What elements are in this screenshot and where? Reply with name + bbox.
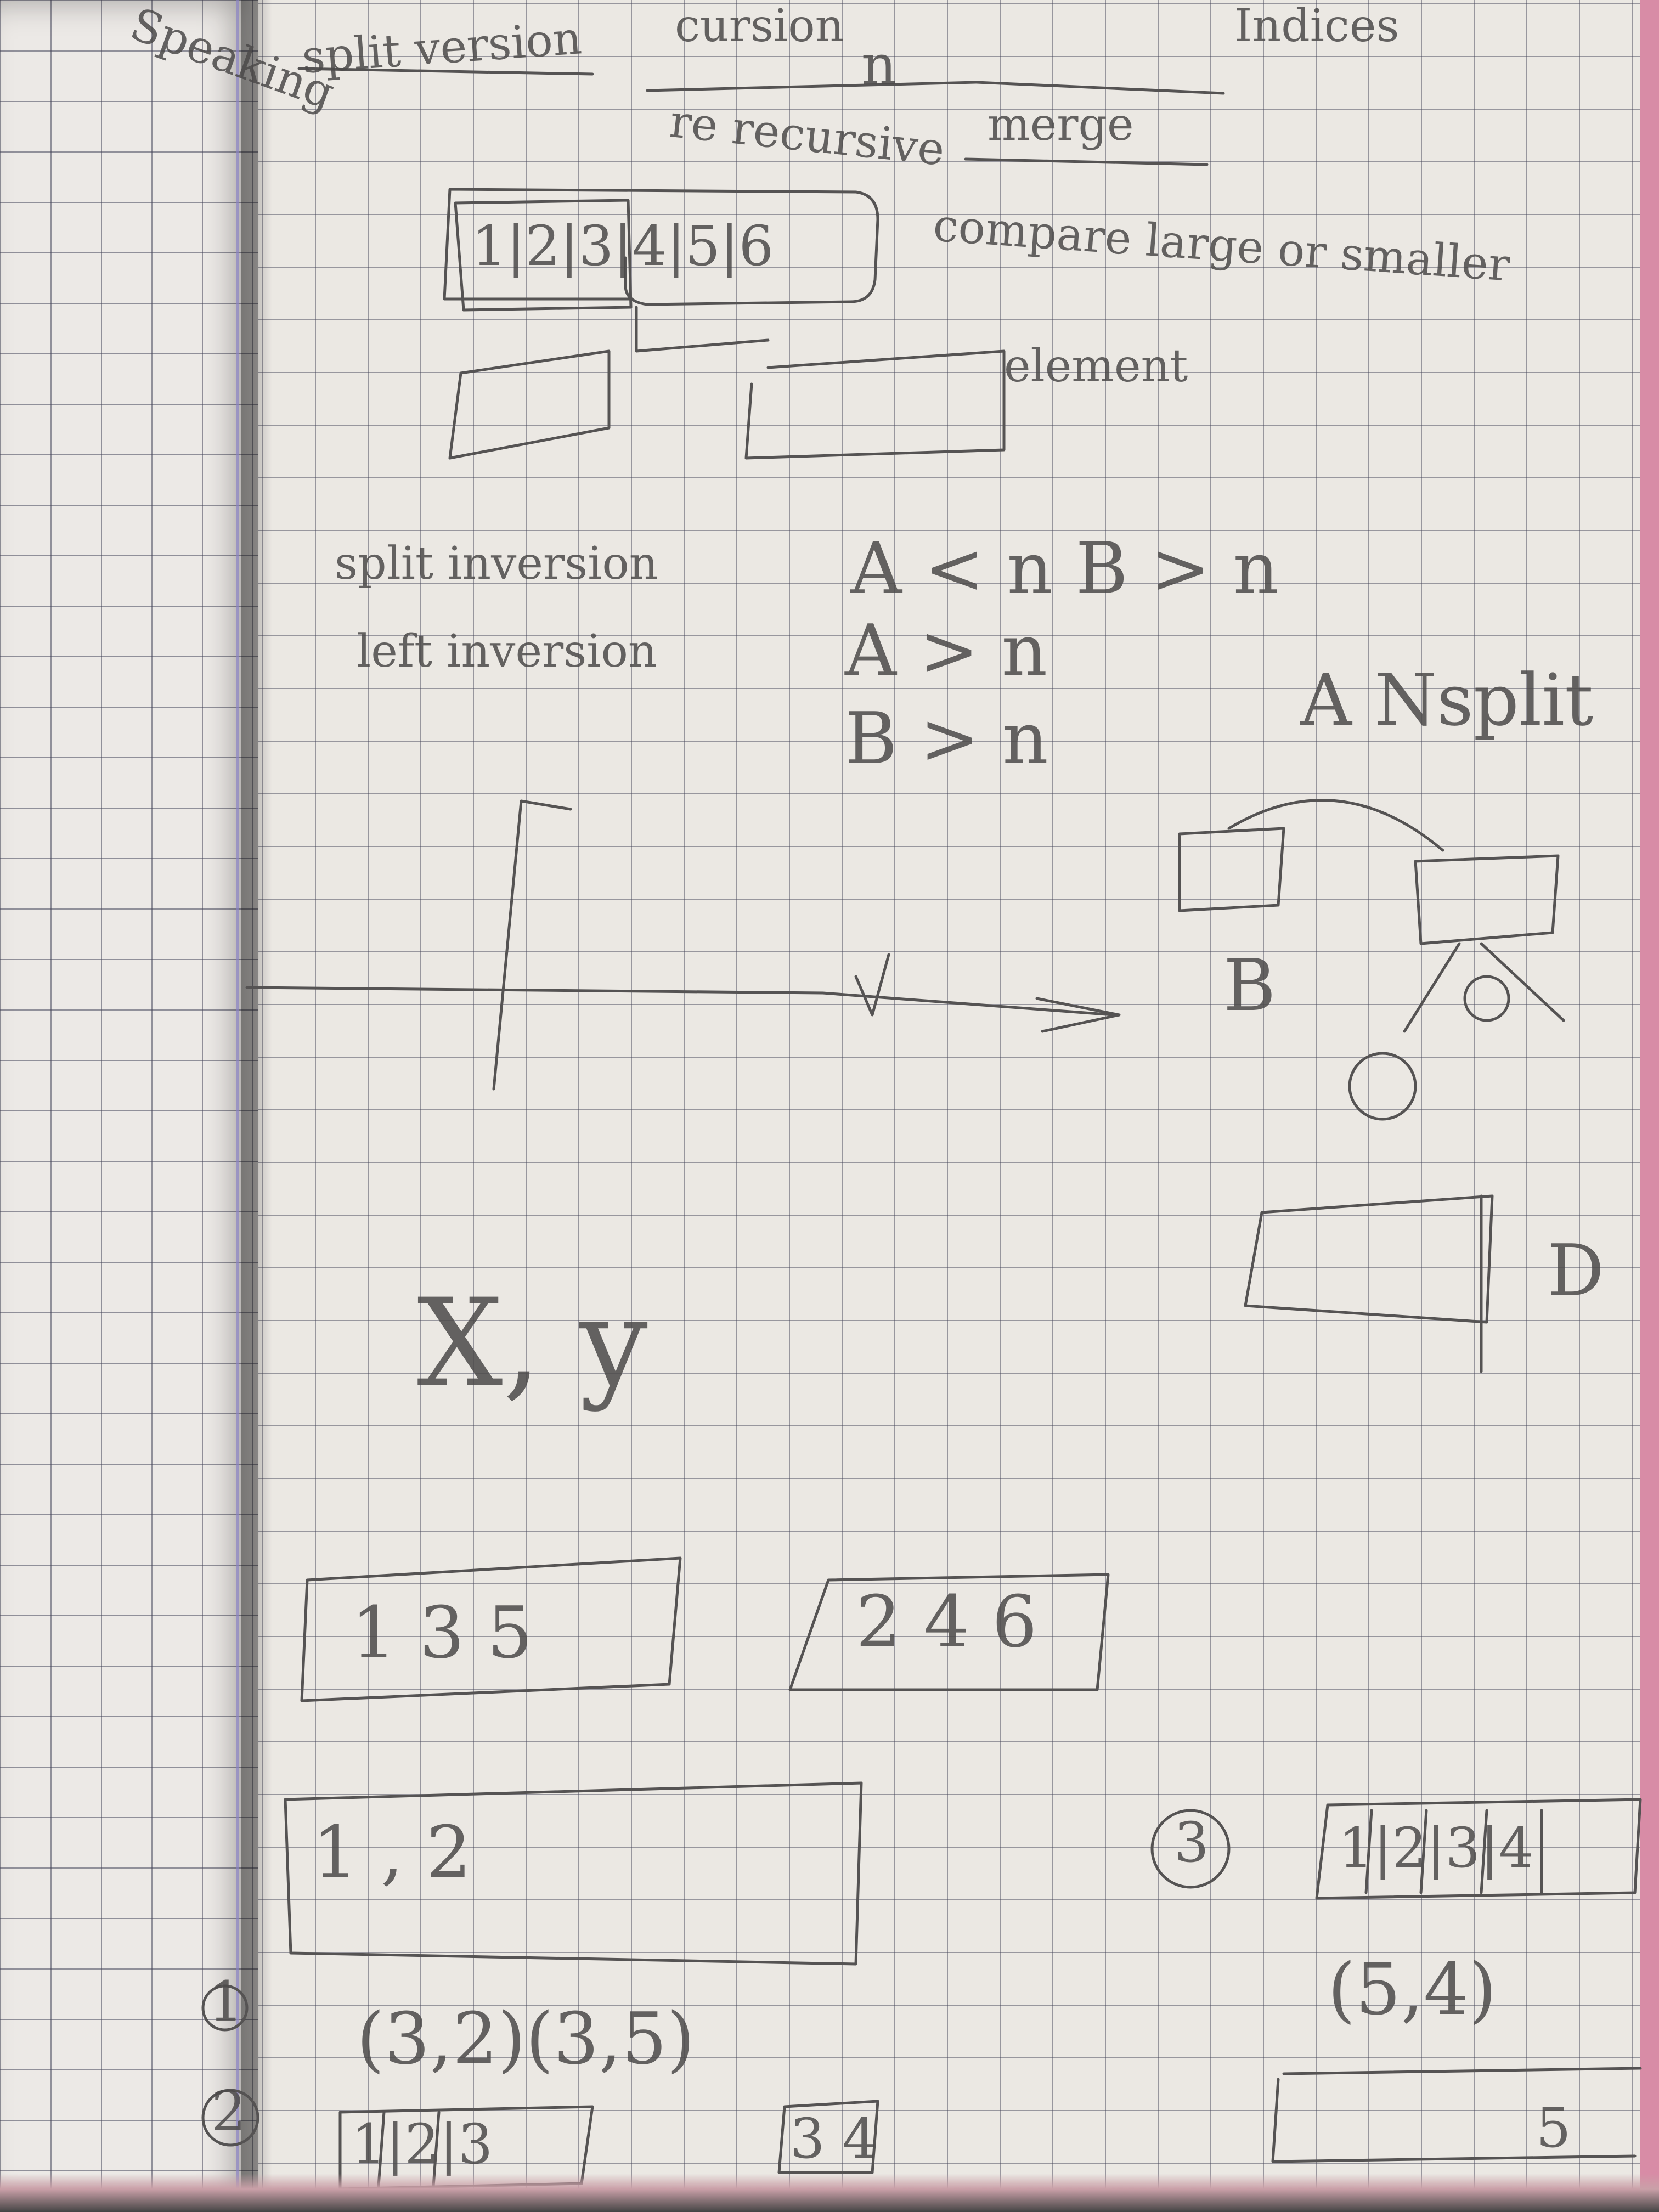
split-inversion: split inversion xyxy=(335,538,658,590)
nsplit-label: A Nsplit xyxy=(1300,658,1594,742)
element-note: element xyxy=(1004,340,1188,392)
pair-54: (5,4) xyxy=(1328,1948,1497,2031)
label-d: D xyxy=(1547,1229,1605,1312)
box-12-text: 1 , 2 xyxy=(313,1810,472,1894)
box-12 xyxy=(284,1781,863,1966)
box-b xyxy=(1178,827,1285,912)
condition-3: B > n xyxy=(845,697,1048,780)
margin-line xyxy=(236,0,239,2212)
label-b: B xyxy=(1223,944,1276,1027)
box-1234-text: 1|2|3|4 xyxy=(1339,1816,1534,1880)
down-arrow xyxy=(854,953,890,1017)
box-right-split xyxy=(1414,854,1560,945)
long-underline xyxy=(1271,2067,1642,2163)
last-tail: 5 xyxy=(1536,2096,1571,2160)
split-arc xyxy=(1227,799,1444,852)
top-array-box-inner xyxy=(454,199,633,312)
top-array: 1|2|3|4|5|6 xyxy=(472,214,774,278)
circle-step-3 xyxy=(1150,1809,1231,1889)
split-tree xyxy=(1403,942,1565,1033)
right-sub-box xyxy=(744,349,1006,460)
step-2-tail: 3 4 xyxy=(790,2107,878,2171)
condition-1: A < n B > n xyxy=(850,527,1279,610)
notebook-gutter xyxy=(241,0,280,2212)
box-135-text: 1 3 5 xyxy=(351,1591,533,1674)
step-3-label: 3 xyxy=(1174,1810,1209,1875)
horizontal-axis xyxy=(245,986,1115,1017)
left-notebook-page xyxy=(0,0,258,2212)
axis-arrowhead xyxy=(1035,997,1121,1033)
left-sub-box xyxy=(448,349,611,460)
pairs-step-1: (3,2)(3,5) xyxy=(357,1997,695,2080)
circle-step-2 xyxy=(201,2089,259,2147)
xy-label: X, y xyxy=(417,1273,648,1413)
step-1-label: 1 xyxy=(208,1970,244,2034)
circle-c xyxy=(1463,975,1510,1022)
left-inversion: left inversion xyxy=(357,625,657,678)
box-d xyxy=(1244,1194,1494,1373)
box-246-text: 2 4 6 xyxy=(856,1580,1037,1663)
box-135 xyxy=(300,1556,682,1702)
cursion-n: n xyxy=(861,33,897,97)
box-123-text: 1|2|3 xyxy=(351,2112,493,2176)
indices-heading: Indices xyxy=(1234,0,1400,52)
header-underline-2 xyxy=(646,81,1225,95)
connector xyxy=(635,306,770,353)
circle-step-1 xyxy=(201,1984,249,2032)
notebook-bottom-edge xyxy=(0,2174,1659,2212)
box-34 xyxy=(777,2100,879,2174)
box-246 xyxy=(788,1573,1110,1691)
box-1234 xyxy=(1315,1798,1642,1900)
circle-d xyxy=(1348,1052,1417,1121)
divider-1234 xyxy=(1364,1809,1543,1894)
condition-2: A > n xyxy=(845,609,1048,692)
merge-underline xyxy=(964,157,1209,166)
vertical-axis xyxy=(492,799,572,1091)
cursion-heading: cursion xyxy=(675,0,844,52)
merge-heading: merge xyxy=(988,99,1134,151)
header-underline xyxy=(297,67,594,76)
step-2-label: 2 xyxy=(211,2079,246,2143)
pink-page-edge xyxy=(1640,0,1659,2212)
